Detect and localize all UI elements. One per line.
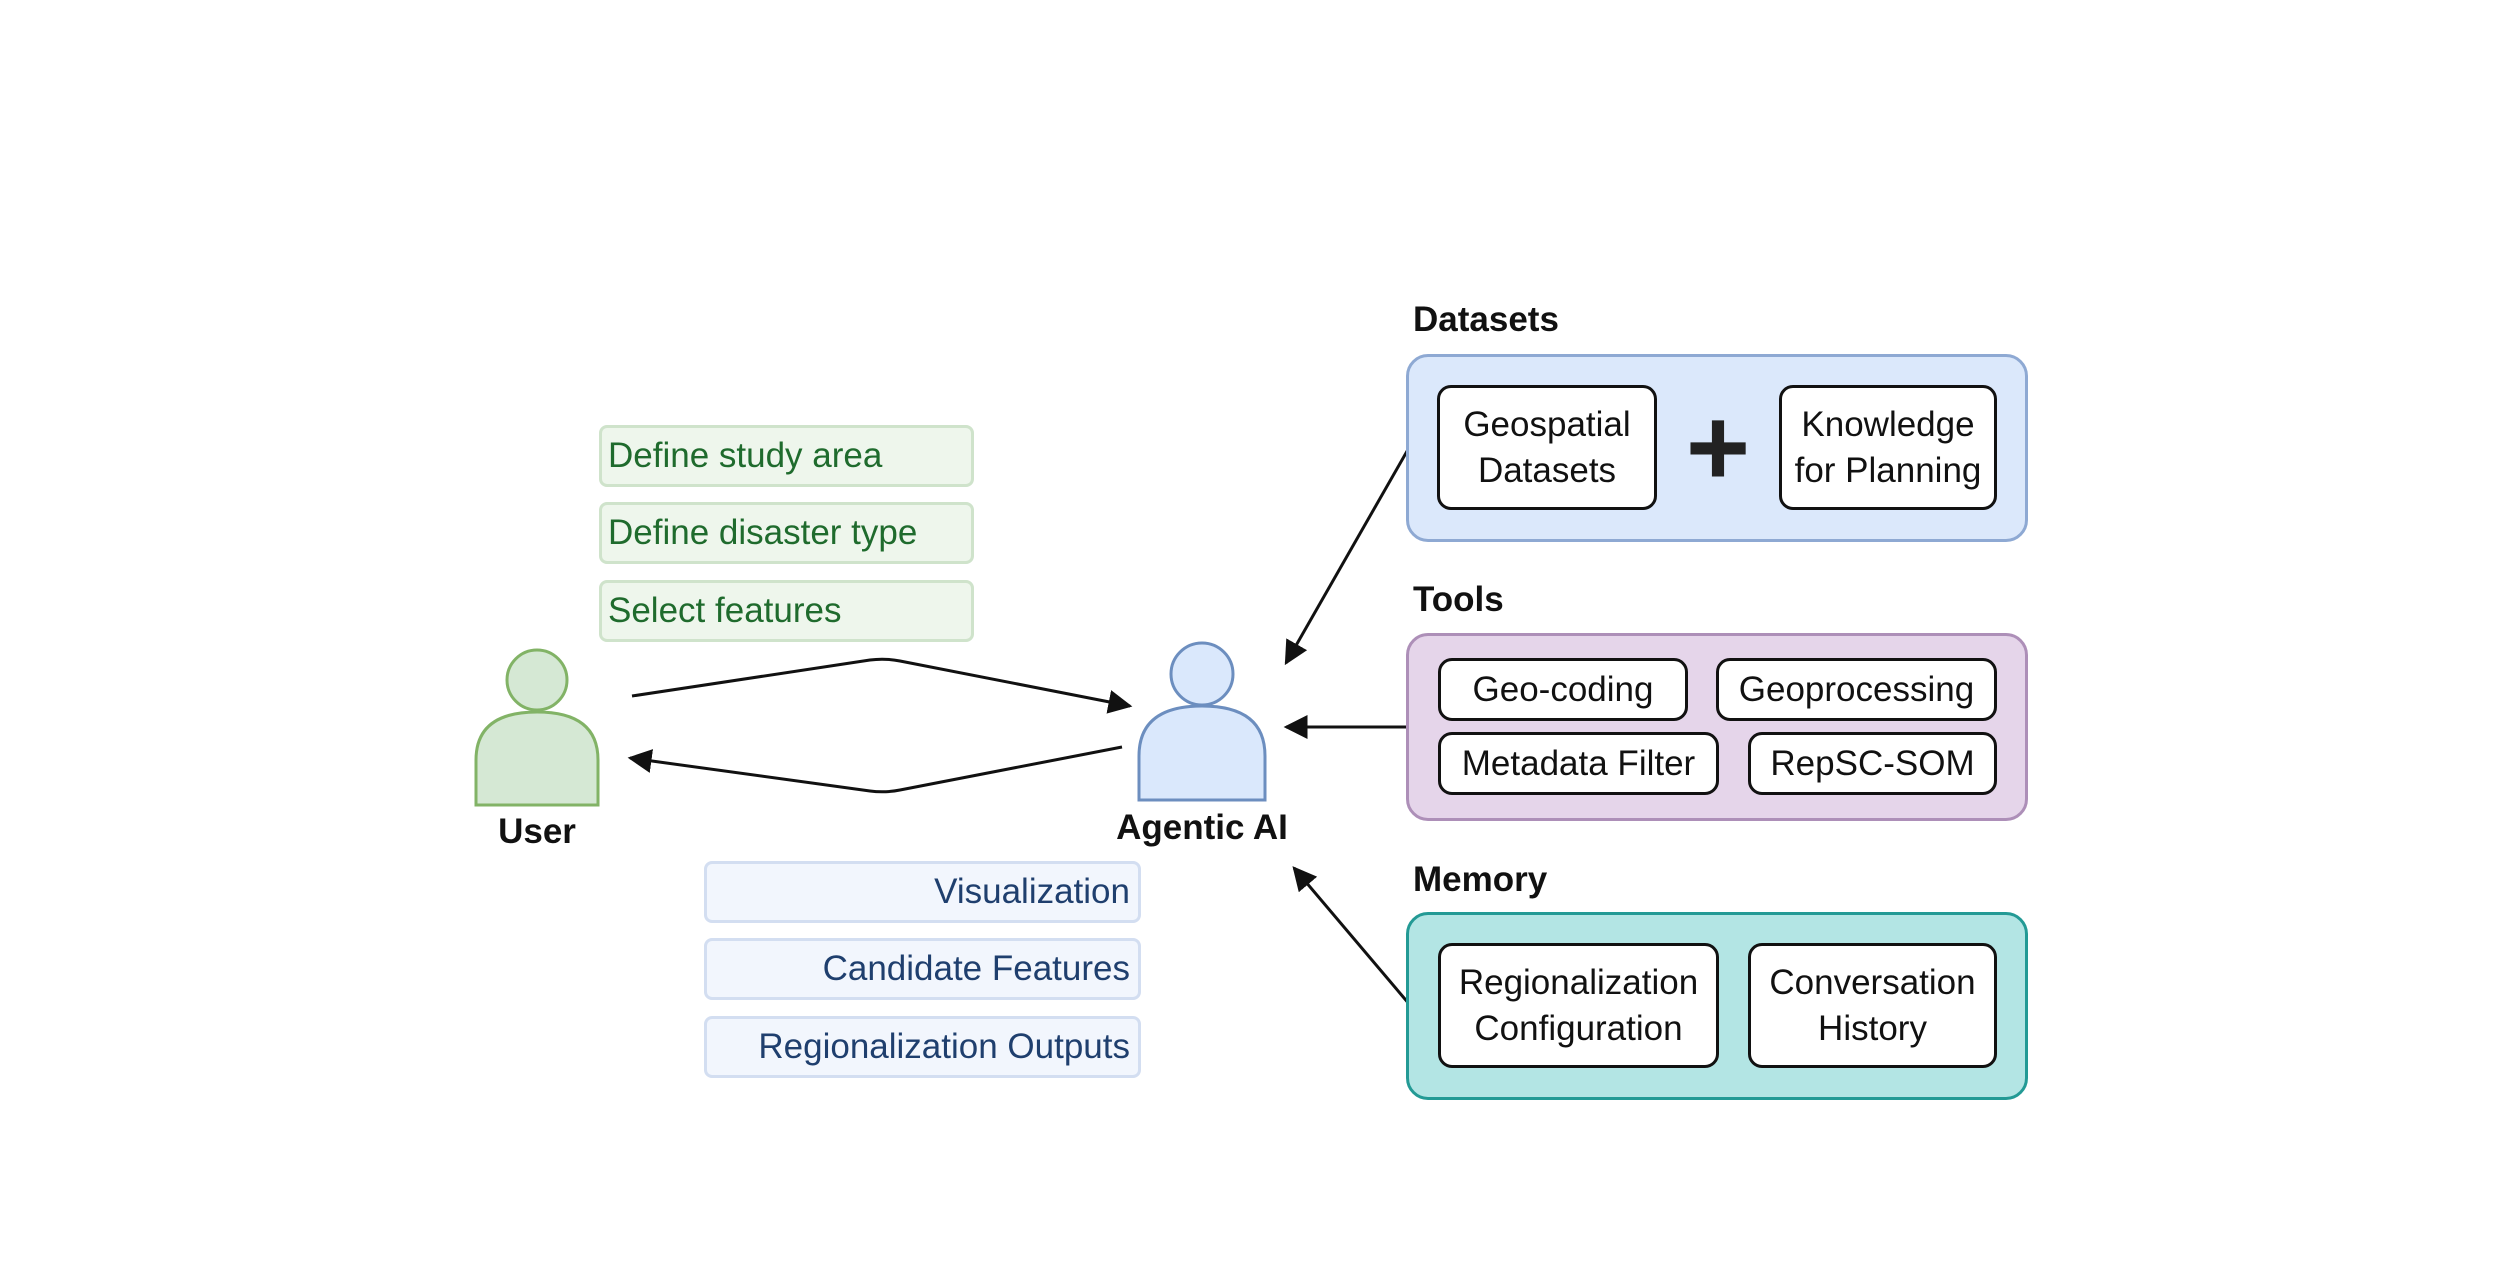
dataset-knowledge-for-planning: Knowledge for Planning	[1779, 385, 1997, 510]
tools-title: Tools	[1413, 580, 1504, 619]
arrow-memory-to-agent	[1292, 866, 1412, 1006]
user-icon	[474, 648, 600, 807]
datasets-title: Datasets	[1413, 300, 1559, 339]
tool-metadata-filter: Metadata Filter	[1438, 732, 1719, 795]
arrow-agent-to-user	[627, 745, 1123, 794]
output-candidate-features: Candidate Features	[704, 938, 1141, 1000]
output-regionalization-outputs: Regionalization Outputs	[704, 1016, 1141, 1078]
memory-regionalization-configuration: Regionalization Configuration	[1438, 943, 1719, 1068]
request-select-features: Select features	[599, 580, 974, 642]
arrow-user-to-agent	[631, 657, 1133, 714]
output-visualization: Visualization	[704, 861, 1141, 923]
agent-label: Agentic AI	[1116, 808, 1288, 847]
tool-geo-coding: Geo-coding	[1438, 658, 1688, 721]
user-label: User	[498, 812, 576, 851]
tool-geoprocessing: Geoprocessing	[1716, 658, 1997, 721]
request-define-disaster-type: Define disaster type	[599, 502, 974, 564]
agent-icon	[1137, 641, 1267, 802]
dataset-geospatial-datasets: Geospatial Datasets	[1437, 385, 1657, 510]
arrow-datasets-to-agent	[1284, 445, 1412, 666]
memory-conversation-history: Conversation History	[1748, 943, 1997, 1068]
request-define-study-area: Define study area	[599, 425, 974, 487]
tool-repsc-som: RepSC-SOM	[1748, 732, 1997, 795]
plus-icon: +	[1685, 385, 1751, 509]
memory-title: Memory	[1413, 860, 1548, 899]
